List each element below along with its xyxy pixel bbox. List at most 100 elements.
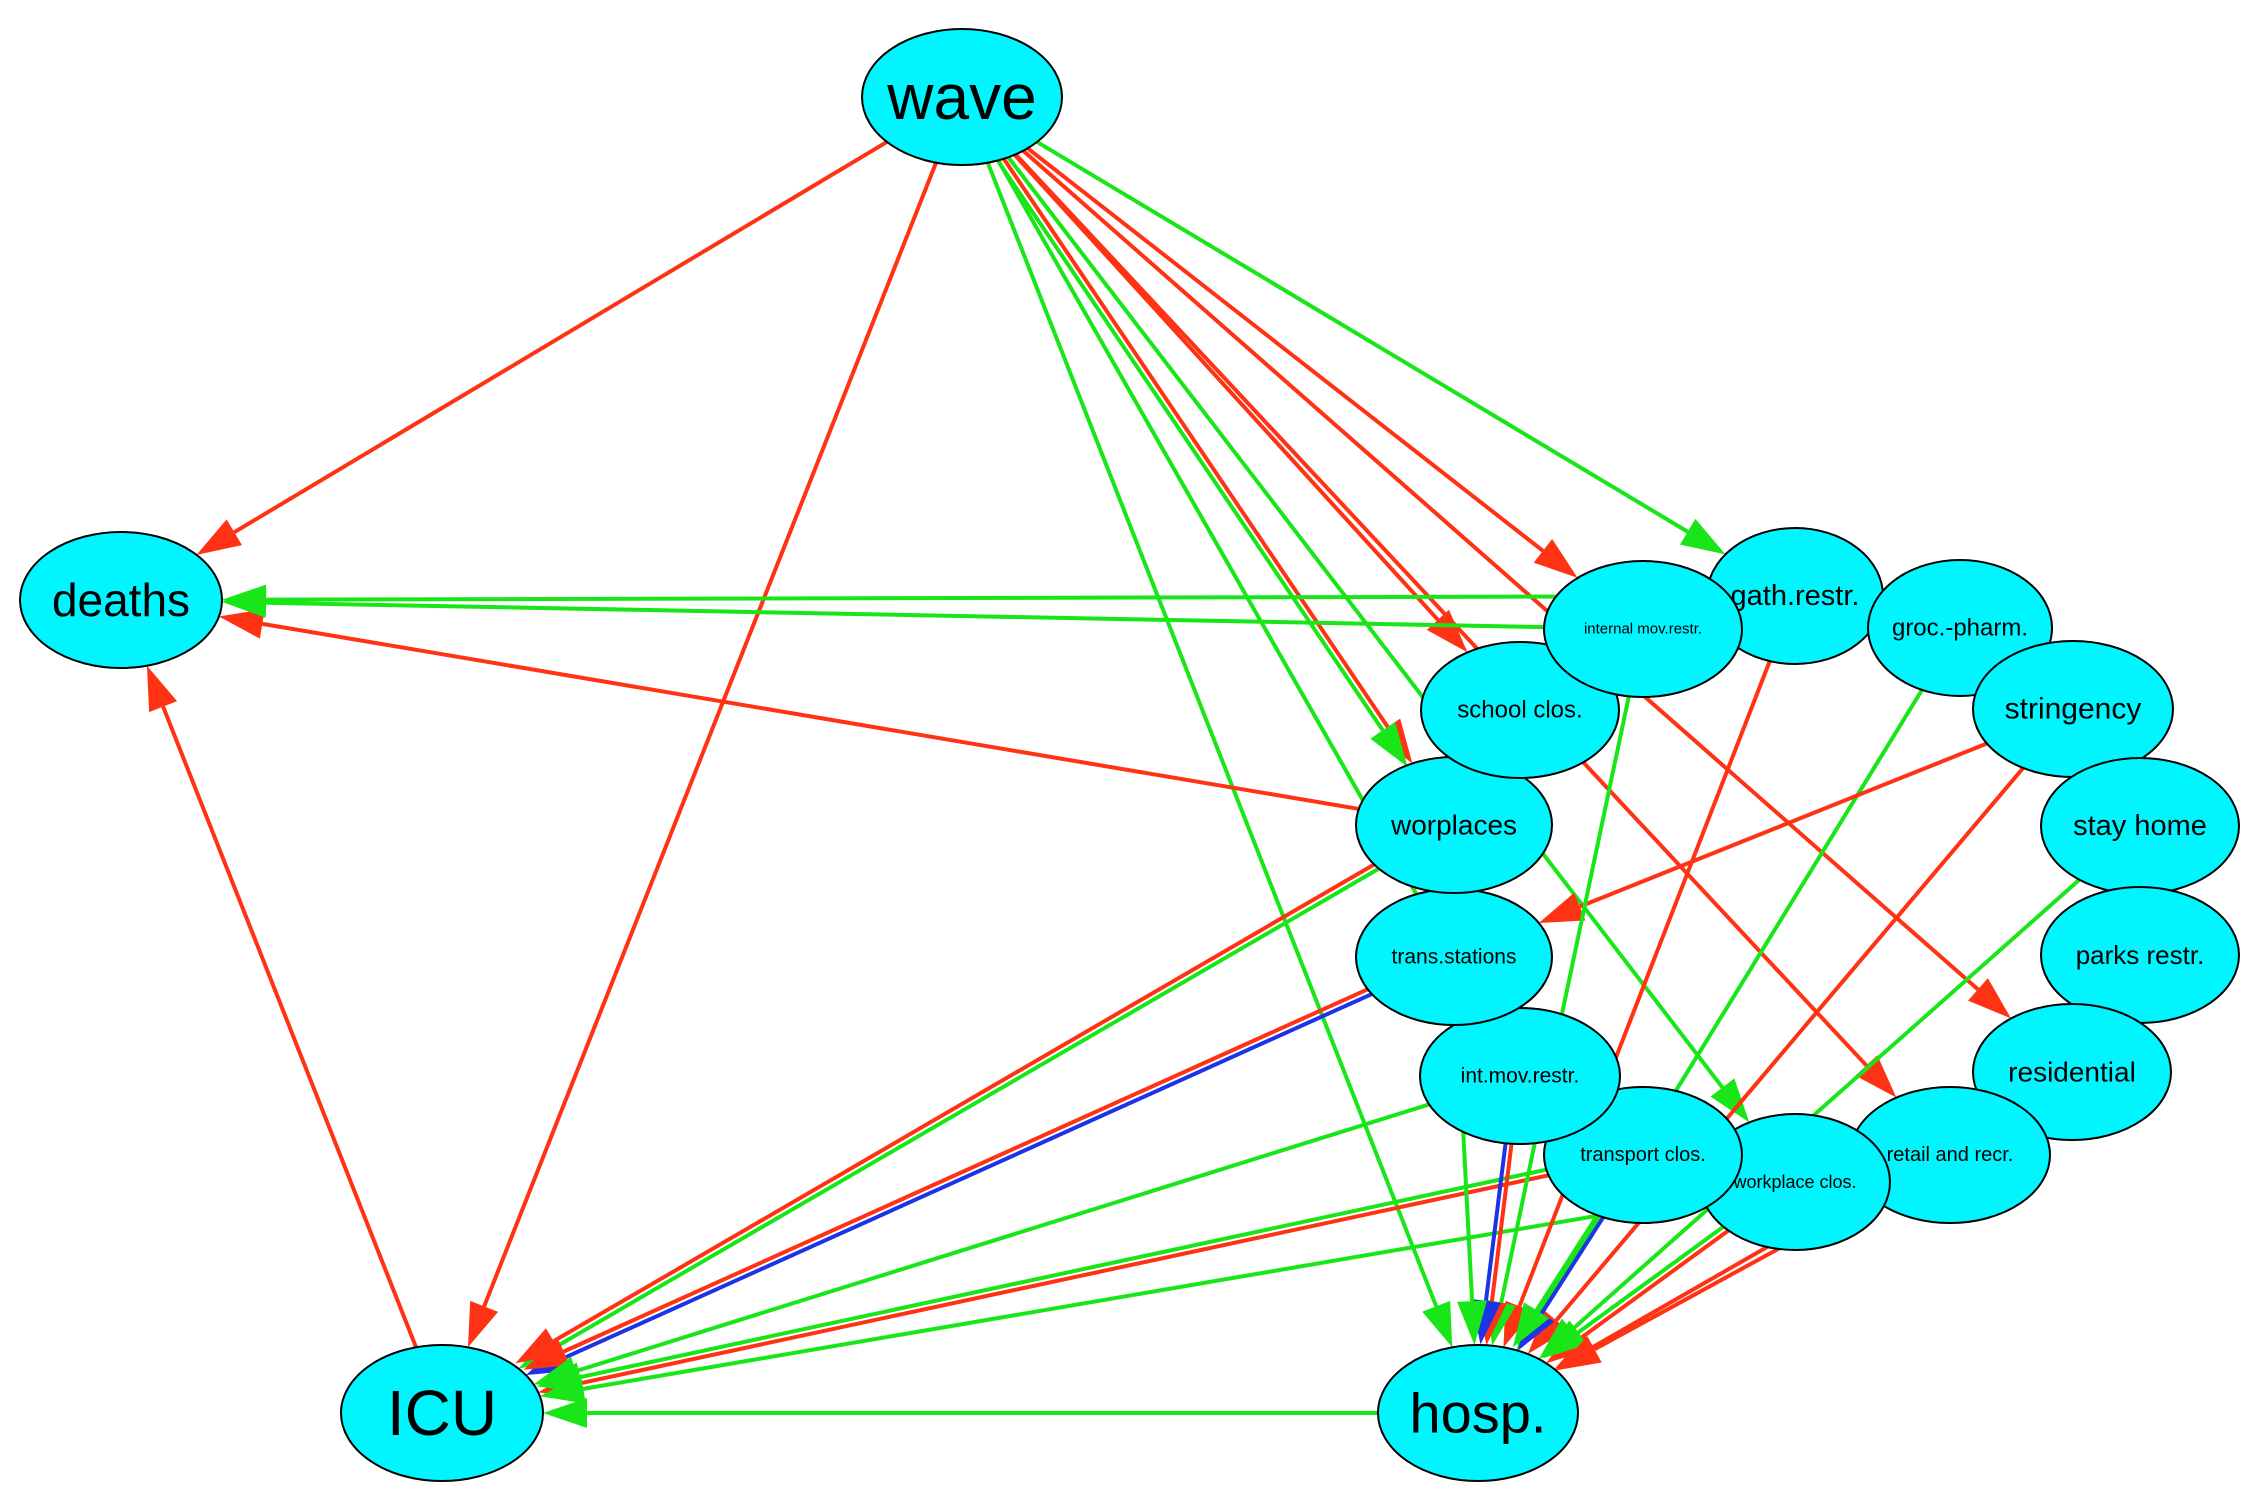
edge-arrowhead bbox=[1457, 1300, 1488, 1346]
edge-transstations-to-icu-blue bbox=[525, 992, 1373, 1376]
edge-line bbox=[565, 992, 1373, 1359]
edge-transportclos-to-hosp-green bbox=[1512, 1212, 1600, 1348]
node-label: trans.stations bbox=[1392, 946, 1517, 969]
edge-arrowhead bbox=[146, 665, 178, 713]
node-label: deaths bbox=[52, 574, 190, 626]
edge-line bbox=[1021, 149, 1980, 991]
edge-wave-to-school-red bbox=[1013, 153, 1468, 653]
edge-line bbox=[1483, 1142, 1508, 1302]
node-label: worplaces bbox=[1390, 810, 1517, 841]
edge-wave-to-residential-red bbox=[1021, 149, 2012, 1019]
edge-line bbox=[482, 161, 938, 1308]
edge-line bbox=[1539, 1216, 1605, 1315]
node-label: stringency bbox=[2005, 693, 2142, 726]
node-label: int.mov.restr. bbox=[1461, 1065, 1580, 1088]
edge-transportclos-to-icu-red bbox=[538, 1173, 1549, 1398]
edge-line bbox=[1517, 660, 1772, 1307]
node-wave: wave bbox=[861, 28, 1063, 166]
edge-workplaceclos-to-hosp-green bbox=[1542, 1224, 1727, 1359]
node-internalmov: internal mov.restr. bbox=[1543, 560, 1743, 698]
node-ellipse bbox=[1543, 560, 1743, 698]
node-retail: retail and recr. bbox=[1849, 1086, 2051, 1224]
edge-line bbox=[579, 1167, 1548, 1380]
edge-wave-to-hosp-green bbox=[985, 161, 1453, 1348]
node-label: hosp. bbox=[1410, 1382, 1547, 1445]
edge-line bbox=[1026, 146, 1545, 553]
edge-line bbox=[1002, 157, 1390, 729]
node-ellipse bbox=[1420, 641, 1620, 779]
edge-arrowhead bbox=[523, 1337, 570, 1370]
edge-line bbox=[562, 986, 1371, 1354]
node-label: ICU bbox=[387, 1377, 497, 1449]
edge-line bbox=[580, 1173, 1549, 1386]
edge-line bbox=[265, 594, 1708, 602]
edge-line bbox=[1577, 1224, 1727, 1335]
edge-line bbox=[1013, 153, 1440, 622]
edge-line bbox=[161, 705, 418, 1349]
edge-line bbox=[1570, 878, 2081, 1332]
edge-line bbox=[265, 600, 1545, 630]
edge-line bbox=[575, 1102, 1430, 1374]
node-label: workplace clos. bbox=[1732, 1172, 1856, 1192]
edge-line bbox=[262, 621, 1360, 811]
node-worplaces: worplaces bbox=[1355, 756, 1553, 894]
node-label: parks restr. bbox=[2076, 940, 2205, 970]
node-ellipse bbox=[19, 531, 223, 669]
edge-wave-to-icu-red bbox=[467, 161, 938, 1348]
edges-layer bbox=[146, 140, 2081, 1428]
node-parks: parks restr. bbox=[2040, 886, 2240, 1024]
node-label: residential bbox=[2008, 1057, 2136, 1088]
edge-arrowhead bbox=[543, 1398, 587, 1428]
node-ellipse bbox=[1377, 1344, 1579, 1482]
edge-arrowhead bbox=[218, 609, 265, 639]
edge-arrowhead bbox=[1679, 518, 1726, 555]
node-label: groc.-pharm. bbox=[1892, 615, 2028, 642]
edge-arrowhead bbox=[1422, 1300, 1453, 1348]
edge-line bbox=[233, 140, 888, 534]
edge-line bbox=[1036, 140, 1689, 534]
node-gath: gath.restr. bbox=[1706, 527, 1884, 665]
node-label: retail and recr. bbox=[1887, 1144, 2014, 1166]
edge-arrowhead bbox=[539, 1374, 586, 1404]
node-label: transport clos. bbox=[1580, 1144, 1706, 1166]
node-hosp: hosp. bbox=[1377, 1344, 1579, 1482]
edge-worplaces-to-icu-red bbox=[515, 861, 1377, 1364]
edge-arrowhead bbox=[1710, 1078, 1750, 1123]
edge-wave-to-worplaces-green bbox=[997, 161, 1408, 767]
edge-wave-to-deaths-red bbox=[196, 140, 888, 555]
edge-line bbox=[985, 161, 1439, 1308]
node-intmov: int.mov.restr. bbox=[1419, 1007, 1621, 1145]
edge-arrowhead bbox=[467, 1300, 499, 1348]
edge-hosp-to-icu-green bbox=[543, 1398, 1378, 1428]
edge-line bbox=[1499, 695, 1631, 1304]
edge-arrowhead bbox=[1533, 539, 1578, 578]
edge-arrowhead bbox=[221, 587, 267, 618]
edge-arrowhead bbox=[1968, 978, 2012, 1019]
node-ellipse bbox=[861, 28, 1063, 166]
edge-line bbox=[555, 866, 1380, 1349]
edge-arrowhead bbox=[1542, 1320, 1588, 1359]
node-school: school clos. bbox=[1420, 641, 1620, 779]
node-ellipse bbox=[1972, 1003, 2172, 1141]
edge-line bbox=[1534, 1212, 1600, 1312]
node-label: wave bbox=[886, 61, 1036, 133]
edge-worplaces-to-icu-green bbox=[518, 866, 1380, 1369]
edge-wave-to-internalmov-red bbox=[1026, 146, 1578, 578]
edge-gath-to-deaths-green bbox=[221, 584, 1708, 615]
edge-wave-to-retail-red bbox=[1014, 153, 1897, 1098]
edge-arrowhead bbox=[1512, 1302, 1550, 1348]
node-label: stay home bbox=[2073, 810, 2207, 842]
edge-wave-to-worplaces-red bbox=[1002, 157, 1413, 764]
edge-line bbox=[997, 161, 1385, 732]
edge-line bbox=[1554, 766, 2025, 1322]
edge-stringency-to-hosp-red bbox=[1527, 766, 2025, 1355]
node-ellipse bbox=[340, 1344, 544, 1482]
edge-arrowhead bbox=[1426, 609, 1468, 653]
node-label: internal mov.restr. bbox=[1584, 621, 1702, 638]
edge-arrowhead bbox=[1527, 1310, 1568, 1355]
edge-line bbox=[1578, 741, 1988, 909]
edge-arrowhead bbox=[1555, 1336, 1602, 1371]
edge-internalmov-to-deaths-green bbox=[221, 587, 1545, 630]
edge-arrowhead bbox=[1855, 1055, 1897, 1098]
